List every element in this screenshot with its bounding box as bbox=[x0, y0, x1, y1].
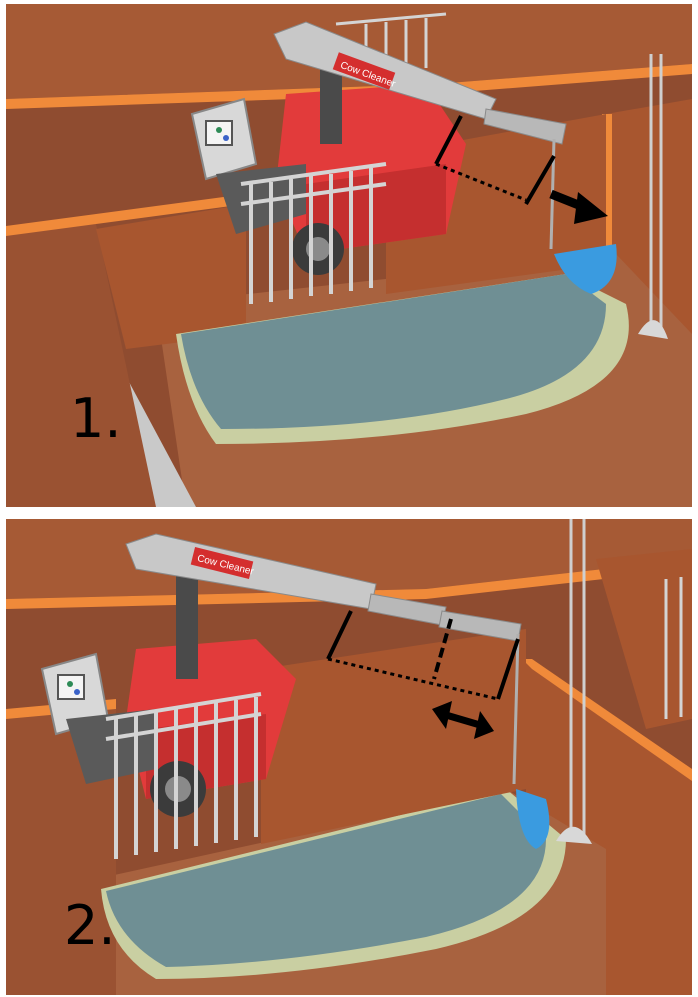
step-1-panel: Cow Cleaner 1. bbox=[6, 4, 692, 507]
water-area bbox=[106, 794, 546, 967]
left-wall-top bbox=[6, 194, 246, 236]
scraper-blade bbox=[554, 244, 617, 294]
annotation-dotted-line bbox=[435, 162, 527, 202]
right-wall-edge bbox=[522, 659, 692, 781]
scraper-rod bbox=[512, 633, 520, 785]
two-way-arrow-icon bbox=[432, 701, 494, 739]
annotation-dashed-line bbox=[432, 618, 453, 680]
back-gate bbox=[335, 12, 447, 74]
extend-arrow-icon bbox=[549, 189, 608, 224]
step-1-label: 1. bbox=[70, 387, 122, 450]
front-left-wall bbox=[96, 204, 246, 349]
robot-chassis bbox=[66, 709, 156, 784]
scraper-blade bbox=[516, 789, 550, 849]
annotation-line bbox=[496, 638, 520, 700]
stanchion-foot bbox=[638, 320, 668, 339]
water-area bbox=[181, 274, 606, 429]
step-1-illustration: Cow Cleaner bbox=[6, 4, 692, 507]
left-wall bbox=[6, 224, 156, 507]
control-screen bbox=[57, 674, 85, 700]
status-light bbox=[74, 689, 80, 695]
stanchion-foot bbox=[556, 826, 592, 844]
annotation-line bbox=[434, 115, 463, 165]
far-gate bbox=[664, 577, 683, 719]
center-wall bbox=[261, 629, 526, 844]
back-wall-edge bbox=[6, 64, 692, 109]
status-light bbox=[67, 681, 73, 687]
arm-extension bbox=[483, 108, 567, 145]
status-light bbox=[223, 135, 229, 141]
annotation-dotted-line bbox=[327, 657, 499, 701]
robot-mast bbox=[176, 569, 198, 679]
robot-chassis bbox=[216, 164, 306, 234]
brand-plate bbox=[332, 52, 396, 90]
annotation-line bbox=[524, 154, 556, 206]
gate bbox=[240, 162, 387, 304]
brand-plate bbox=[190, 547, 254, 579]
status-light bbox=[216, 127, 222, 133]
annotation-line bbox=[326, 610, 353, 660]
step-2-label: 2. bbox=[64, 894, 116, 957]
far-right-wall bbox=[596, 549, 692, 729]
step-2-illustration: Cow Cleaner bbox=[6, 519, 692, 995]
robot-body-front bbox=[306, 164, 446, 254]
gate bbox=[105, 692, 262, 859]
step-2-panel: Cow Cleaner 2. bbox=[6, 519, 692, 995]
